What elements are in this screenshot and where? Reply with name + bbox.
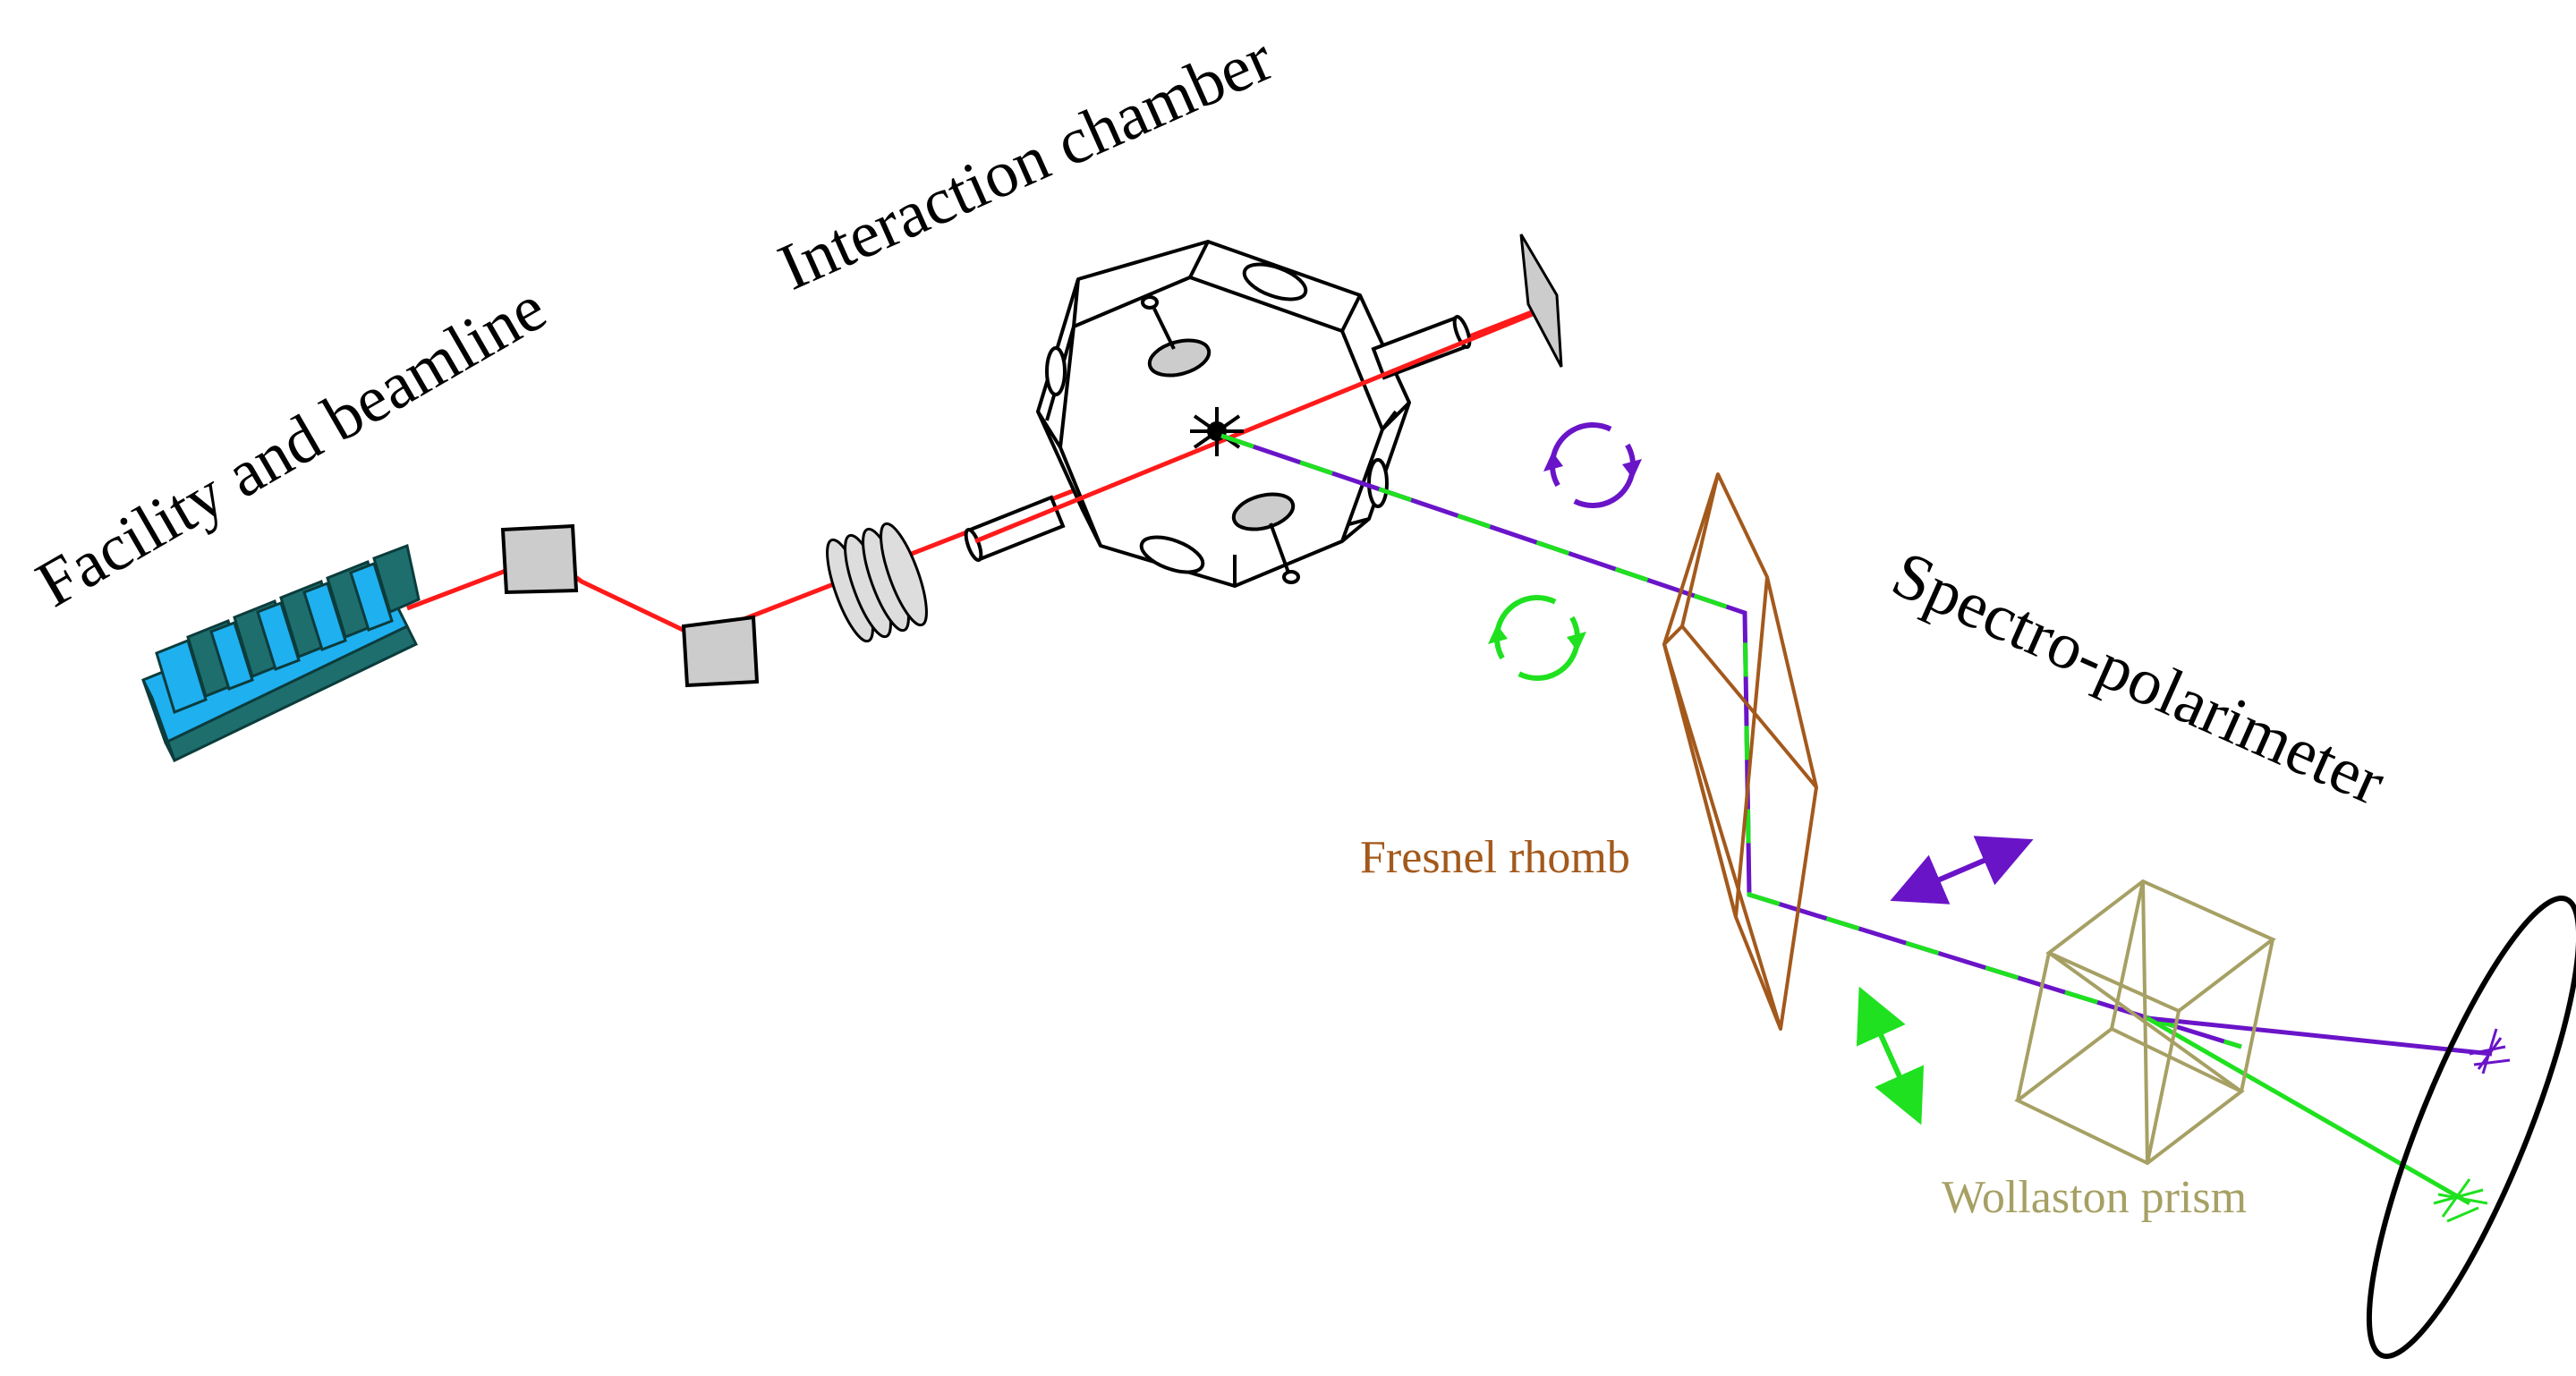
green-circular-arrow-icon [1488, 595, 1586, 681]
mirror-2-icon [681, 615, 760, 688]
wollaston-label: Wollaston prism [1942, 1172, 2247, 1223]
beam-dump-icon [1519, 234, 1563, 368]
undulator-icon [141, 543, 421, 763]
violet-linear-arrow-icon [1890, 836, 2034, 905]
beam-through-chamber [974, 303, 1553, 544]
mirror-1-icon [500, 523, 579, 595]
green-linear-arrow-icon [1856, 986, 1925, 1125]
lens-stack-icon [826, 522, 928, 643]
detector-icon [2366, 896, 2576, 1359]
spectro-label: Spectro-polarimeter [1882, 538, 2395, 820]
chamber-icon [1036, 240, 1411, 588]
wollaston-prism-icon [2014, 879, 2276, 1166]
input-tube-icon [964, 495, 1066, 563]
green-split-beam [2146, 1015, 2471, 1206]
emitted-light-path [1220, 433, 2242, 1049]
fresnel-label: Fresnel rhomb [1360, 832, 1630, 883]
output-tube-icon [1371, 314, 1472, 380]
facility-label: Facility and beamline [25, 271, 558, 622]
interaction-point-icon [1190, 407, 1244, 456]
fresnel-rhomb-icon [1662, 472, 1818, 1031]
violet-split-beam [2147, 1015, 2493, 1057]
violet-circular-arrow-icon [1543, 422, 1642, 508]
